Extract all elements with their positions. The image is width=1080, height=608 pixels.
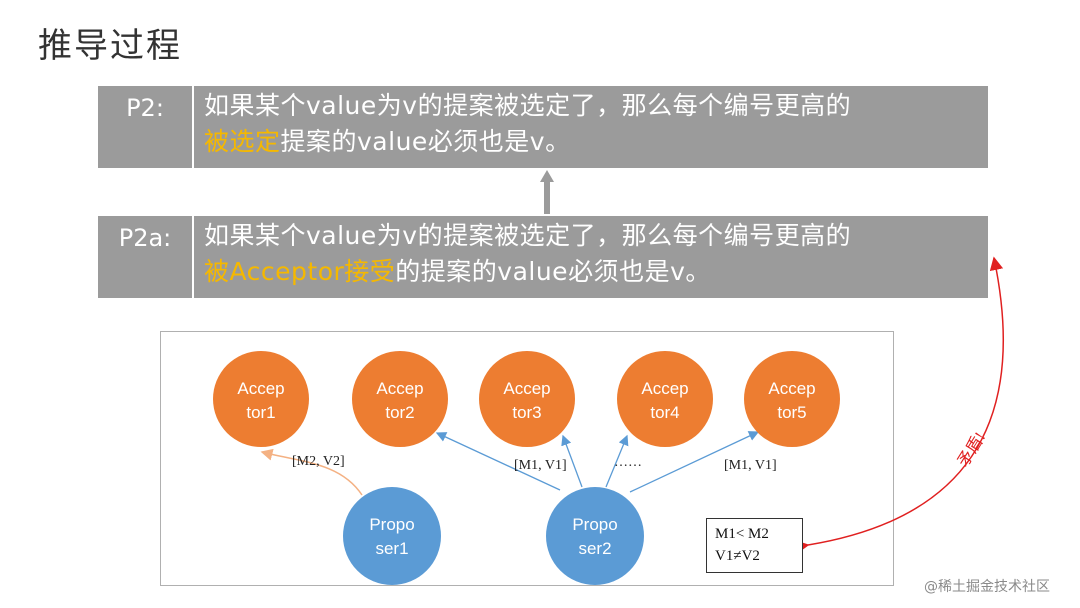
edge-label-p2-a5: [M1, V1] [724, 458, 777, 473]
acceptor-node-1: Accep tor1 [213, 351, 309, 447]
node-label-line1: Propo [369, 515, 414, 534]
edge-label-ellipsis: …… [614, 455, 642, 470]
statement-p2: P2: 如果某个value为v的提案被选定了，那么每个编号更高的 被选定提案的v… [98, 86, 988, 168]
node-label-line1: Propo [572, 515, 617, 534]
condition-line-1: M1< M2 [715, 526, 769, 542]
watermark: @稀土掘金技术社区 [924, 579, 1050, 595]
node-label-line2: tor1 [246, 403, 275, 422]
node-label-line1: Accep [503, 379, 550, 398]
node-label-line2: ser2 [578, 539, 611, 558]
node-label-line1: Accep [237, 379, 284, 398]
statement-tag: P2: [98, 86, 194, 168]
statement-line-1: 如果某个value为v的提案被选定了，那么每个编号更高的 [204, 221, 852, 250]
edge-proposer2-acceptor2 [435, 432, 561, 491]
statement-line-1: 如果某个value为v的提案被选定了，那么每个编号更高的 [204, 91, 852, 120]
statement-text: 如果某个value为v的提案被选定了，那么每个编号更高的 被Acceptor接受… [204, 218, 982, 290]
statement-line-2: 被选定提案的value必须也是v。 [204, 124, 982, 160]
up-arrow-icon [540, 170, 554, 214]
edge-label-p1-a1: [M2, V2] [292, 454, 345, 469]
acceptor-node-2: Accep tor2 [352, 351, 448, 447]
highlight-text: 被选定 [204, 127, 281, 156]
node-label-line1: Accep [641, 379, 688, 398]
edge-label-p2-a3: [M1, V1] [514, 458, 567, 473]
condition-box: M1< M2 V1≠V2 [706, 518, 803, 573]
node-label-line2: tor4 [650, 403, 679, 422]
statement-text: 如果某个value为v的提案被选定了，那么每个编号更高的 被选定提案的value… [204, 88, 982, 160]
page-title: 推导过程 [38, 26, 182, 66]
proposer-node-2: Propo ser2 [546, 487, 644, 585]
edge-proposer2-acceptor4 [605, 434, 629, 488]
derivation-arrow [540, 170, 554, 214]
acceptor-node-5: Accep tor5 [744, 351, 840, 447]
edge-proposer1-acceptor1 [260, 448, 363, 496]
edge-proposer2-acceptor5 [629, 431, 760, 493]
proposer-node-1: Propo ser1 [343, 487, 441, 585]
node-label-line2: ser1 [375, 539, 408, 558]
acceptor-node-3: Accep tor3 [479, 351, 575, 447]
statement-tag: P2a: [98, 216, 194, 298]
node-label-line1: Accep [768, 379, 815, 398]
highlight-text: 被Acceptor接受 [204, 257, 396, 286]
statement-line-2-rest: 的提案的value必须也是v。 [395, 257, 711, 286]
condition-line-2: V1≠V2 [715, 548, 760, 564]
node-label-line2: tor3 [512, 403, 541, 422]
acceptor-node-4: Accep tor4 [617, 351, 713, 447]
statement-line-2: 被Acceptor接受的提案的value必须也是v。 [204, 254, 982, 290]
edge-proposer2-acceptor3 [561, 434, 583, 488]
contradiction-arrow [795, 256, 1005, 554]
node-label-line2: tor5 [777, 403, 806, 422]
node-label-line2: tor2 [385, 403, 414, 422]
statement-line-2-rest: 提案的value必须也是v。 [280, 127, 571, 156]
node-label-line1: Accep [376, 379, 423, 398]
